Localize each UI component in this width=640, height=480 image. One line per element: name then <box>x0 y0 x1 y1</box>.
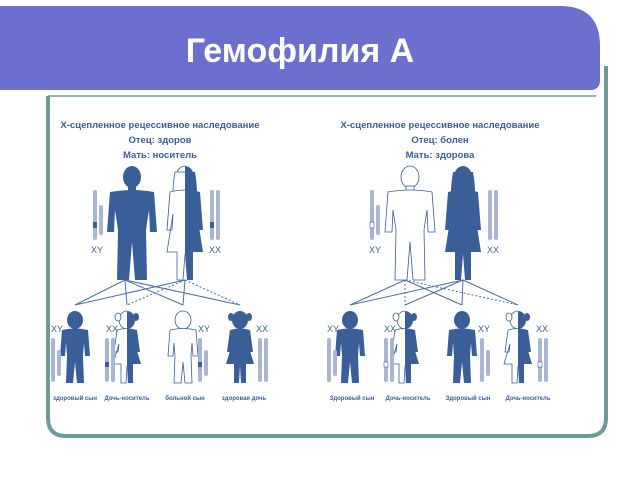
panel-right-heading: Х-сцепленное рецессивное наследование <box>340 120 539 131</box>
mother-figure-carrier <box>166 165 203 281</box>
child-genotype: XY <box>478 324 490 334</box>
child-label: Дочь-носитель <box>385 396 430 402</box>
title-bar <box>0 6 600 90</box>
mother-chromosomes <box>210 190 220 240</box>
child-label: Дочь-носитель <box>505 396 550 402</box>
panel-left: Х-сцепленное рецессивное наследование От… <box>51 120 268 402</box>
father-chromosomes <box>369 190 380 240</box>
child-carrier-daughter <box>112 310 141 384</box>
child-label: больной сын <box>165 395 205 402</box>
content-frame <box>46 66 608 438</box>
children-chromosomes <box>51 338 268 382</box>
child-healthy-daughter <box>226 311 254 383</box>
child-label: здоровая дочь <box>222 396 267 402</box>
panel-right-father-status: Отец: болен <box>411 135 469 146</box>
child-sick-son <box>167 310 199 384</box>
child-genotype: XY <box>51 324 63 334</box>
panel-right: Х-сцепленное рецессивное наследование От… <box>327 120 551 402</box>
inheritance-lines <box>74 279 241 306</box>
panel-left-heading: Х-сцепленное рецессивное наследование <box>60 120 259 131</box>
panel-left-father-status: Отец: здоров <box>129 135 192 146</box>
child-genotype: XY <box>198 324 210 334</box>
child-carrier-daughter <box>503 310 532 384</box>
child-healthy-son <box>60 311 90 383</box>
children-chromosomes <box>327 338 548 382</box>
child-carrier-daughter <box>390 310 419 384</box>
mother-chromosomes <box>488 190 498 240</box>
father-figure-sick <box>384 165 436 281</box>
child-genotype: XX <box>536 324 548 334</box>
child-healthy-son <box>447 311 477 383</box>
inheritance-lines <box>349 279 519 306</box>
child-label: Дочь-носитель <box>104 396 149 402</box>
mother-genotype: XX <box>487 245 499 255</box>
father-genotype: XY <box>369 245 381 255</box>
child-label: Здоровый сын <box>330 395 375 402</box>
panel-right-mother-status: Мать: здорова <box>406 150 475 161</box>
mother-genotype: XX <box>209 245 221 255</box>
panel-left-mother-status: Мать: носитель <box>123 150 197 161</box>
child-healthy-son <box>335 311 365 383</box>
child-genotype: XX <box>384 324 396 334</box>
father-figure-healthy <box>107 166 157 280</box>
child-label: здоровый сын <box>53 395 97 402</box>
mother-figure-healthy <box>445 166 481 280</box>
father-chromosomes <box>93 190 103 240</box>
child-genotype: XX <box>106 324 118 334</box>
father-genotype: XY <box>91 245 103 255</box>
child-genotype: XY <box>327 324 339 334</box>
child-label: Здоровый сын <box>446 395 491 402</box>
child-genotype: XX <box>256 324 268 334</box>
slide-title: Гемофилия А <box>186 32 414 70</box>
